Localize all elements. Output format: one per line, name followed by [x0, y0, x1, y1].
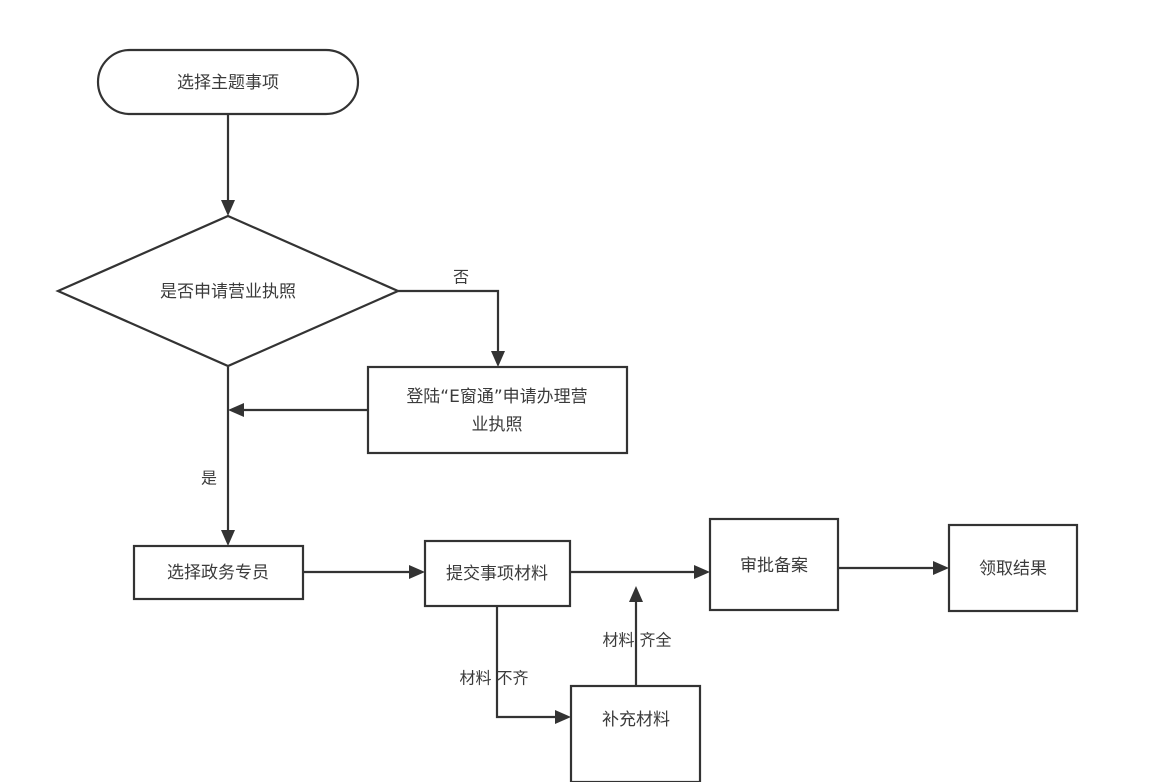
node-shape-diamond	[55, 214, 401, 368]
edge-ewindow-to-trunk	[228, 403, 368, 417]
arrow-head-icon	[221, 530, 235, 546]
edge-start-to-decision	[221, 114, 235, 216]
node-label-select-theme-item: 选择主题事项	[177, 73, 279, 93]
arrow-head-icon	[694, 565, 710, 579]
edge-approval-to-collect	[838, 561, 949, 575]
arrow-head-icon	[491, 351, 505, 367]
node-label-approval-record: 审批备案	[740, 556, 808, 576]
node-shape-rect	[132, 544, 305, 601]
node-label-select-officer: 选择政务专员	[167, 563, 269, 583]
node-shape-stadium	[96, 48, 360, 116]
edge-label-yes: 是	[201, 469, 217, 488]
node-select-theme-item[interactable]: 选择主题事项	[96, 48, 360, 116]
edge-label-no: 否	[453, 268, 469, 287]
node-ewindow-apply-license[interactable]: 登陆“E窗通”申请办理营 业执照	[366, 365, 629, 455]
node-shape-rect	[708, 517, 840, 612]
arrow-head-icon	[555, 710, 571, 724]
node-select-officer[interactable]: 选择政务专员	[132, 544, 305, 601]
edge-submit-to-supplement	[495, 606, 571, 724]
arrow-head-icon	[933, 561, 949, 575]
node-shape-rect	[366, 365, 629, 455]
node-shape-rect	[569, 684, 702, 782]
edge-supplement-to-approval-line	[629, 586, 643, 686]
node-label-ewindow-line1: 登陆“E窗通”申请办理营	[406, 387, 587, 407]
node-decision-apply-license[interactable]: 是否申请营业执照	[55, 214, 401, 368]
node-label-submit-materials: 提交事项材料	[446, 564, 548, 584]
node-collect-result[interactable]: 领取结果	[947, 523, 1079, 613]
edge-decision-no-to-ewindow	[398, 289, 505, 367]
node-approval-record[interactable]: 审批备案	[708, 517, 840, 612]
arrow-head-icon	[228, 403, 244, 417]
arrow-head-icon	[221, 200, 235, 216]
arrow-head-icon	[409, 565, 425, 579]
edge-label-materials-complete: 材料 齐全	[602, 631, 671, 650]
node-supplement-materials[interactable]: 补充材料	[569, 684, 702, 782]
node-label-ewindow-line2: 业执照	[472, 415, 523, 435]
arrow-head-icon	[629, 586, 643, 602]
node-label-decision-apply-license: 是否申请营业执照	[160, 282, 296, 302]
node-submit-materials[interactable]: 提交事项材料	[423, 539, 572, 608]
node-shape-rect	[947, 523, 1079, 613]
node-label-collect-result: 领取结果	[979, 559, 1047, 579]
edge-submit-to-approval	[570, 565, 710, 579]
edge-label-materials-incomplete: 材料 不齐	[459, 669, 528, 688]
node-shape-rect	[423, 539, 572, 608]
edge-decision-yes-to-select-officer	[221, 367, 235, 546]
node-label-supplement-materials: 补充材料	[602, 710, 670, 730]
edge-select-officer-to-submit	[303, 565, 425, 579]
